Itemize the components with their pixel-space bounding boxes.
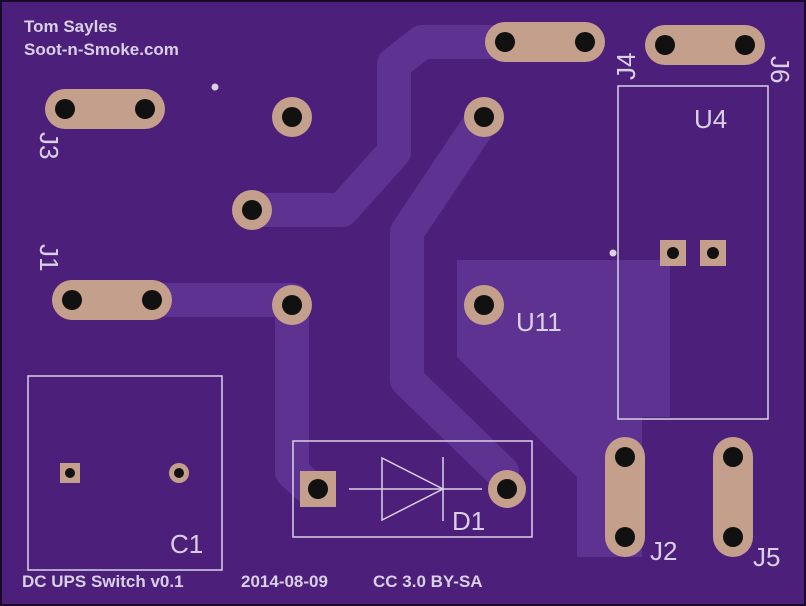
j2-label: J2: [650, 536, 678, 566]
j5-connector[interactable]: [713, 437, 753, 557]
c1-label: C1: [170, 529, 204, 559]
license-label: CC 3.0 BY-SA: [373, 572, 483, 591]
j1-label: J1: [34, 244, 64, 272]
u4-outline: [617, 85, 769, 420]
website-label: Soot-n-Smoke.com: [24, 40, 179, 59]
u4-label: U4: [694, 104, 728, 134]
u11-pads[interactable]: [232, 97, 504, 325]
j5-label: J5: [753, 542, 781, 572]
j3-label: J3: [34, 132, 64, 160]
j4-connector[interactable]: [485, 22, 605, 62]
c1-outline: [27, 375, 223, 571]
c1-pads[interactable]: [60, 463, 189, 483]
u11-label: U11: [516, 307, 562, 337]
via: [609, 249, 617, 257]
trace-u11-top: [235, 25, 521, 227]
trace-center: [390, 100, 519, 489]
j4-label: J4: [611, 52, 641, 80]
u4-pads[interactable]: [660, 240, 726, 266]
j1-connector[interactable]: [52, 280, 172, 320]
j3-connector[interactable]: [45, 89, 165, 129]
author-label: Tom Sayles: [24, 17, 118, 36]
d1-outline: [292, 440, 533, 538]
via: [211, 83, 219, 91]
j2-connector[interactable]: [605, 437, 645, 557]
d1-pads[interactable]: [300, 470, 526, 508]
date-label: 2014-08-09: [241, 572, 328, 591]
d1-label: D1: [452, 506, 486, 536]
project-label: DC UPS Switch v0.1: [22, 572, 184, 591]
j6-label: J6: [765, 56, 795, 84]
j6-connector[interactable]: [645, 25, 765, 65]
diode-symbol: [349, 456, 482, 522]
